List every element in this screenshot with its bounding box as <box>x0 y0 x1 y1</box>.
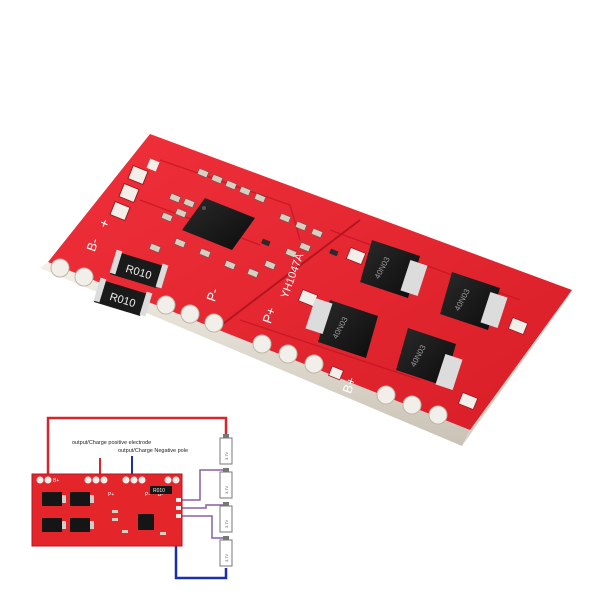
svg-text:3.7V: 3.7V <box>224 553 229 562</box>
battery-cell-2: 3.7V <box>219 468 233 499</box>
mini-label-p-minus: P- <box>145 492 150 498</box>
svg-text:3.7V: 3.7V <box>224 485 229 494</box>
wiring-diagram: 3.7V 3.7V 3.7V 3.7V output/Charge positi… <box>31 416 233 580</box>
mini-board: B+ P+ P- B- R010 <box>31 473 183 547</box>
balance-wires <box>180 469 226 539</box>
label-b-plus: B+ <box>339 375 359 395</box>
label-p-plus: P+ <box>259 305 279 325</box>
mini-label-b-plus: B+ <box>53 478 59 484</box>
mosfet-2: 40N03 <box>440 272 508 330</box>
battery-cell-1: 3.7V <box>219 434 233 465</box>
negative-wire <box>174 508 228 580</box>
pcb-board: R010 R010 + B- P- P+ B+ YH1047A <box>40 134 572 446</box>
label-b-minus: B- <box>83 236 102 253</box>
current-sense-resistor-2: R010 <box>93 277 153 317</box>
solder-pads <box>50 258 448 425</box>
controller-ic <box>182 198 255 250</box>
mini-label-b-minus: B- <box>158 492 163 498</box>
balance-pads <box>109 158 160 222</box>
svg-text:3.7V: 3.7V <box>224 451 229 460</box>
output-positive-label: output/Charge positive electrode <box>72 440 151 446</box>
mini-label-p-plus: P+ <box>108 492 114 498</box>
battery-cells: 3.7V 3.7V 3.7V 3.7V <box>219 434 233 567</box>
label-p-minus: P- <box>203 286 222 303</box>
svg-text:3.7V: 3.7V <box>224 519 229 528</box>
positive-wire <box>46 416 228 478</box>
current-sense-resistor-1: R010 <box>109 249 169 289</box>
mosfet-1: 40N03 <box>360 240 428 298</box>
smd-components <box>148 168 324 278</box>
mosfet-3: 40N03 <box>305 298 378 358</box>
pcb-surface <box>48 134 572 430</box>
output-negative-label: output/Charge Negative pole <box>118 448 188 454</box>
mosfet-4: 40N03 <box>396 328 463 390</box>
mini-resistor-label: R010 <box>153 488 165 494</box>
battery-cell-4: 3.7V <box>219 536 233 567</box>
battery-cell-3: 3.7V <box>219 502 233 533</box>
